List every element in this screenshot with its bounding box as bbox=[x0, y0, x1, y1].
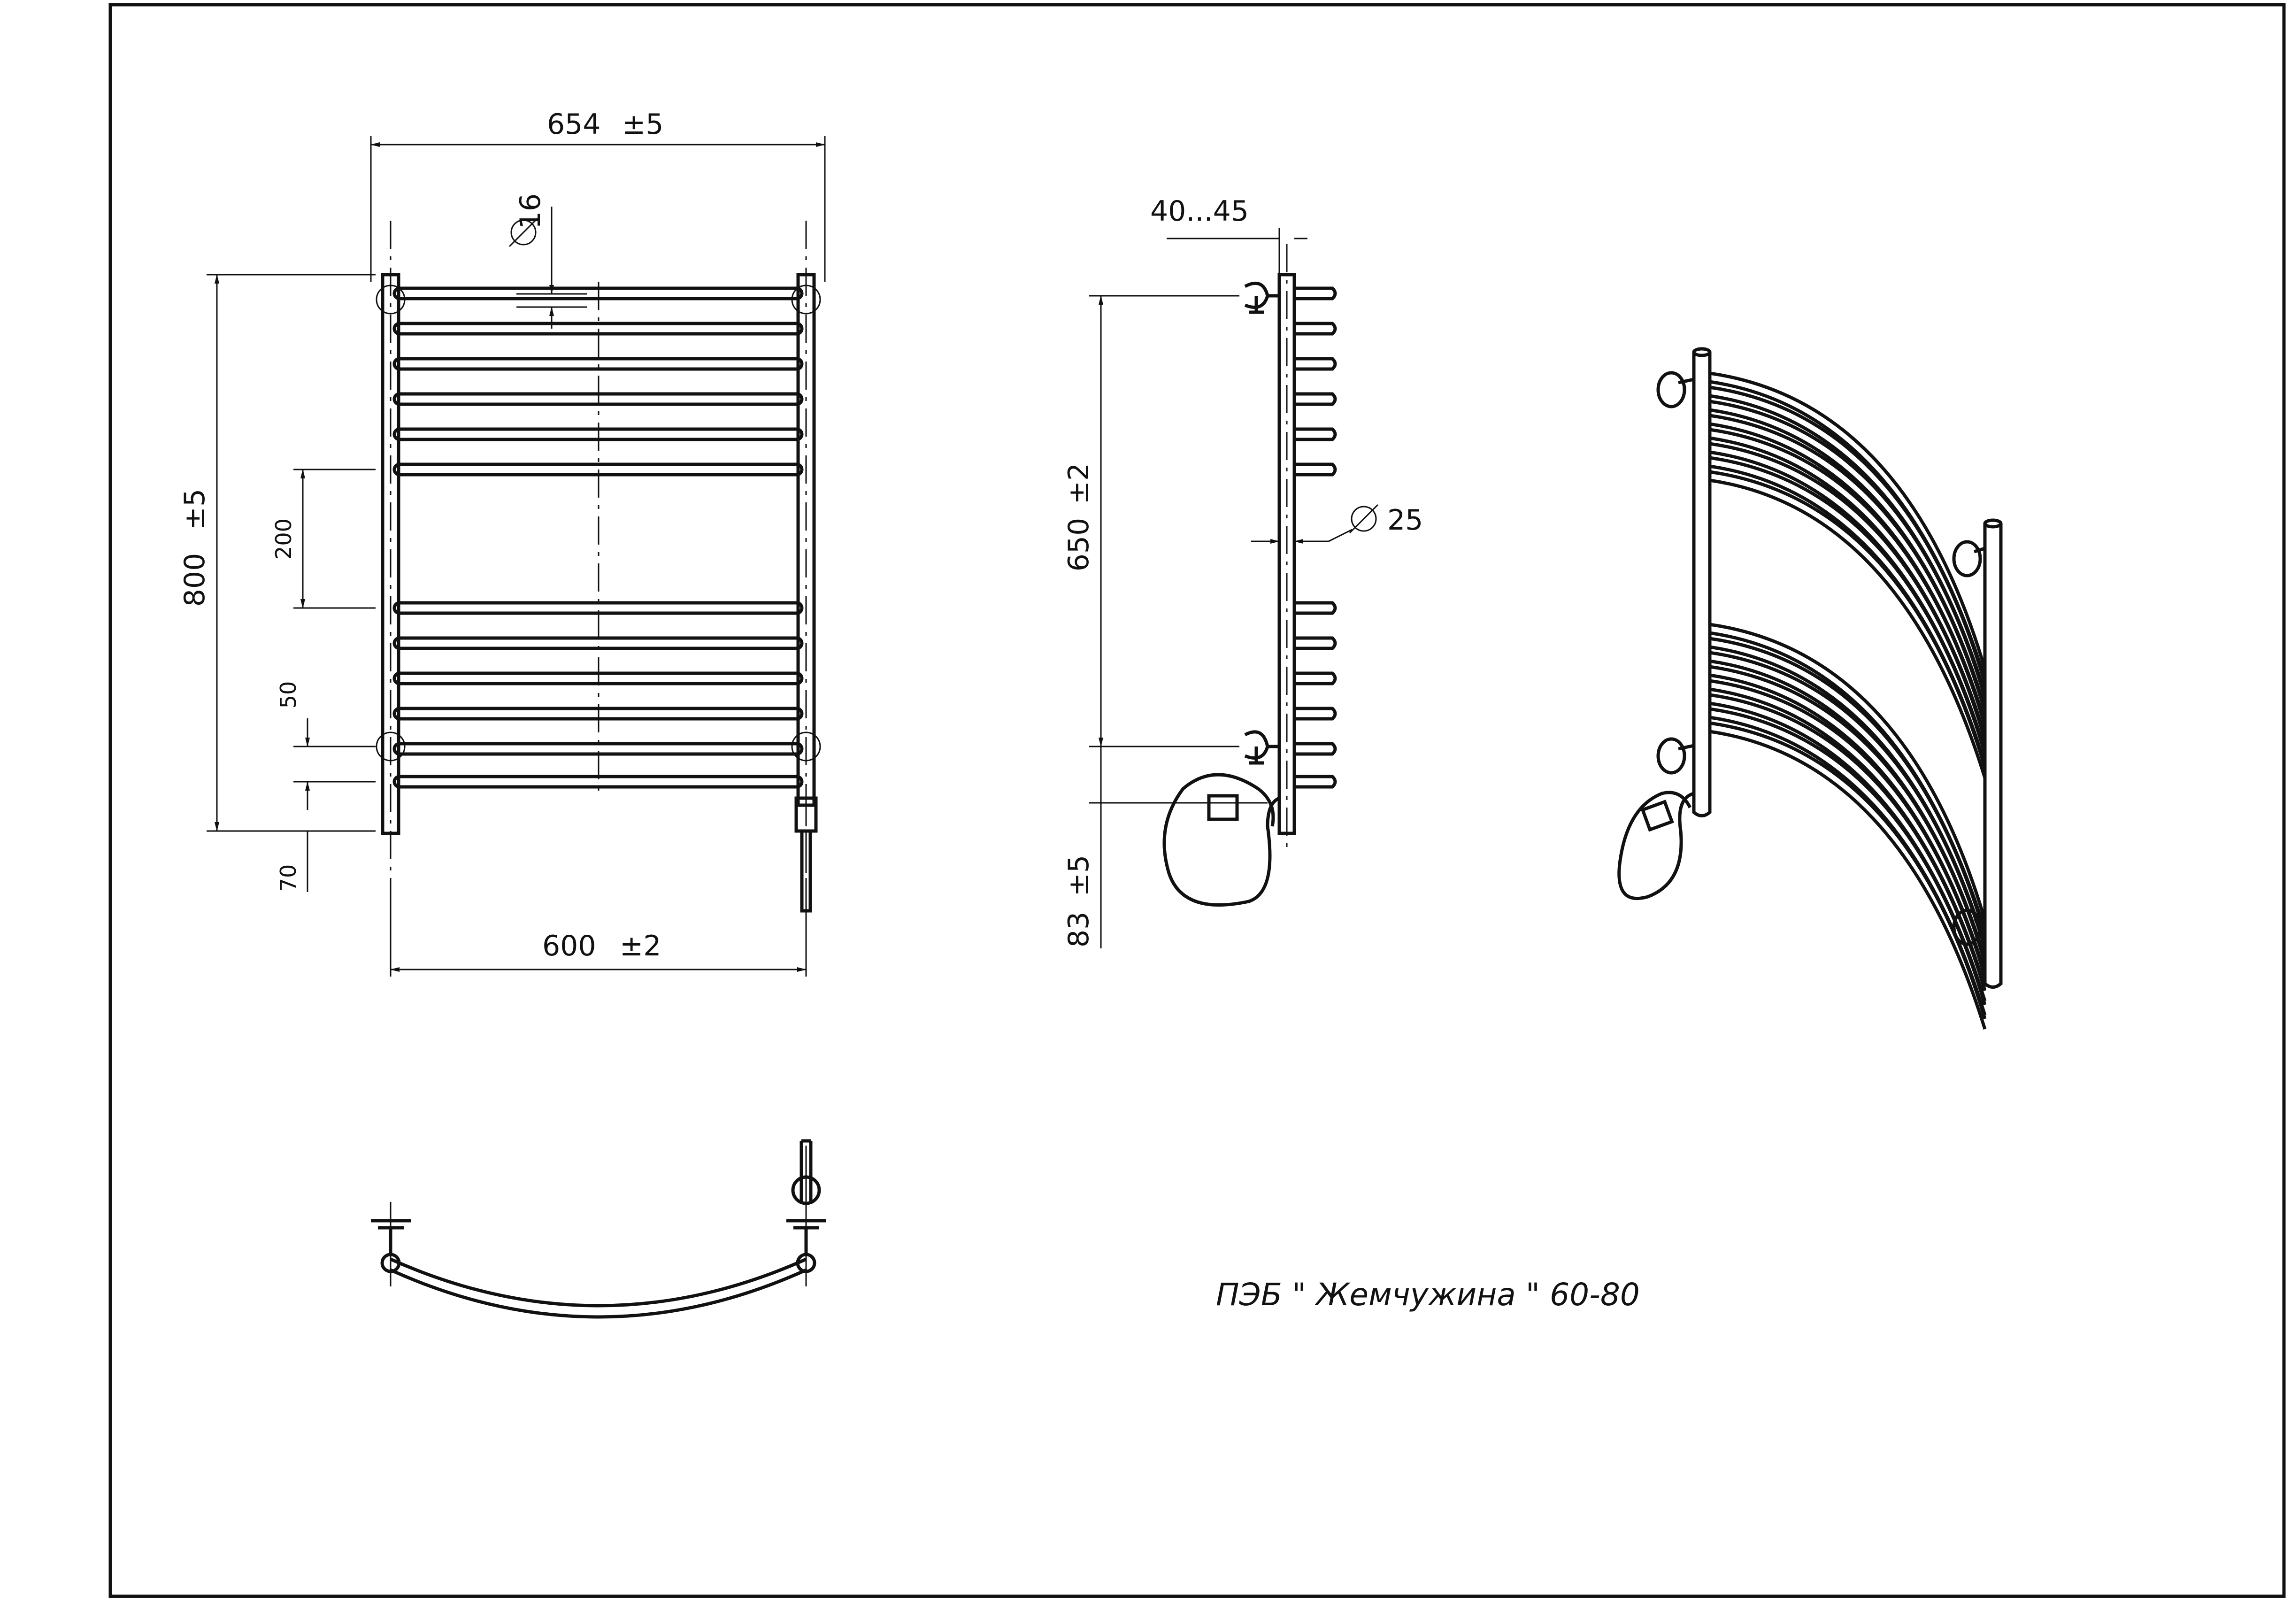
iso-right-post bbox=[1983, 523, 2003, 989]
top-view-curve-outer bbox=[390, 1257, 807, 1308]
iso-rung-top bbox=[1709, 679, 1987, 977]
iso-rung-top bbox=[1709, 470, 1987, 768]
front-view: 654 ±5 16 800 ±5 200 50 70 600 bbox=[178, 108, 826, 977]
dim-mount-spacing-tol: ±2 bbox=[1062, 463, 1095, 504]
iso-rung-top bbox=[1709, 637, 1987, 935]
iso-rung-top bbox=[1709, 665, 1987, 963]
side-rung bbox=[1294, 775, 1337, 789]
iso-bracket-1 bbox=[1656, 371, 1686, 408]
side-view: 40...45 650 ±2 25 83 ±5 bbox=[1062, 195, 1423, 948]
iso-rung-top bbox=[1709, 623, 1987, 921]
front-rung bbox=[392, 357, 804, 371]
iso-rung-top bbox=[1709, 707, 1987, 1005]
dim-wall-gap: 40...45 bbox=[1150, 195, 1249, 228]
iso-bracket-2 bbox=[1656, 737, 1686, 775]
iso-rung-bottom bbox=[1709, 730, 1987, 1030]
side-plug bbox=[1207, 794, 1239, 821]
dim-bottom-offset: 70 bbox=[276, 864, 301, 892]
iso-bracket-3 bbox=[1952, 540, 1982, 577]
iso-rung-top bbox=[1709, 651, 1987, 949]
side-rung bbox=[1294, 742, 1337, 756]
bracket-bottom-left bbox=[376, 731, 406, 762]
side-rung bbox=[1294, 427, 1337, 441]
side-rung bbox=[1294, 462, 1337, 477]
dim-spacing: 50 bbox=[276, 681, 301, 709]
top-view-curve-inner bbox=[390, 1268, 807, 1319]
drawing-title: ПЭБ " Жемчужина " 60-80 bbox=[1216, 1277, 1640, 1313]
dim-axis-width-tol: ±2 bbox=[620, 930, 661, 962]
side-rung bbox=[1294, 636, 1337, 650]
diameter-symbol bbox=[510, 219, 537, 246]
side-rung bbox=[1294, 322, 1337, 336]
side-bracket-top bbox=[1244, 281, 1279, 314]
side-cable-loop bbox=[1162, 773, 1280, 907]
side-rung bbox=[1294, 707, 1337, 721]
side-bracket-bottom bbox=[1244, 730, 1279, 765]
iso-cable-loop bbox=[1617, 791, 1695, 901]
iso-rung-top bbox=[1709, 456, 1987, 754]
iso-bracket-4 bbox=[1952, 908, 1982, 946]
dim-pipe-diameter: 25 bbox=[1387, 504, 1423, 537]
iso-rung-top bbox=[1709, 428, 1987, 726]
bracket-top-left bbox=[376, 285, 406, 315]
bracket-bottom-right bbox=[791, 731, 821, 762]
side-rung bbox=[1294, 286, 1337, 300]
top-view bbox=[371, 1139, 826, 1319]
dim-axis-width: 600 bbox=[542, 930, 596, 962]
iso-rung-top bbox=[1709, 721, 1987, 1019]
top-view-cable bbox=[800, 1139, 813, 1202]
iso-plug bbox=[1640, 800, 1674, 832]
dim-mount-spacing: 650 bbox=[1062, 518, 1095, 572]
dim-bar-diameter: 16 bbox=[514, 193, 547, 229]
iso-rung-top bbox=[1709, 442, 1987, 740]
iso-left-post bbox=[1692, 352, 1712, 817]
bracket-top-right bbox=[791, 285, 821, 315]
side-rung bbox=[1294, 671, 1337, 685]
dim-lower-offset-tol: ±5 bbox=[1062, 855, 1095, 896]
iso-rung-top bbox=[1709, 371, 1987, 670]
dim-height-tol: ±5 bbox=[178, 489, 211, 530]
side-rung bbox=[1294, 392, 1337, 406]
dim-lower-offset: 83 bbox=[1062, 912, 1095, 947]
dim-height: 800 bbox=[178, 553, 211, 607]
dim-overall-width: 654 bbox=[547, 108, 601, 141]
side-rungs bbox=[1294, 286, 1337, 789]
side-rung bbox=[1294, 357, 1337, 371]
isometric-rungs bbox=[1709, 371, 1987, 1030]
iso-rung-top bbox=[1709, 414, 1987, 712]
side-rung bbox=[1294, 601, 1337, 615]
dim-gap: 200 bbox=[271, 518, 296, 560]
isometric-view bbox=[1617, 347, 2003, 1030]
iso-rung-top bbox=[1709, 400, 1987, 698]
iso-rung-bottom bbox=[1709, 478, 1987, 779]
iso-rung-top bbox=[1709, 385, 1987, 684]
dim-overall-width-tol: ±5 bbox=[622, 108, 663, 141]
sheet-frame bbox=[108, 3, 2286, 1598]
iso-rung-top bbox=[1709, 693, 1987, 991]
